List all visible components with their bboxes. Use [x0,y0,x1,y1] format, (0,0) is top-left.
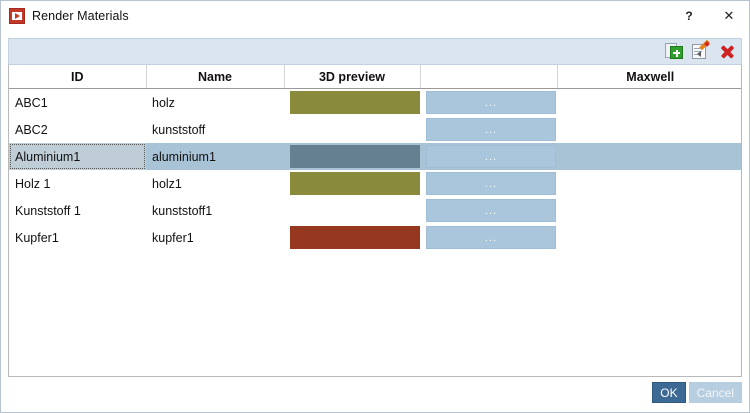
cancel-button[interactable]: Cancel [688,382,742,403]
browse-ellipsis-button[interactable]: ... [426,172,556,195]
cell-3d-preview[interactable] [284,224,420,251]
title-bar: Render Materials ? ✕ [1,1,749,32]
cell-id[interactable]: Kupfer1 [15,230,59,245]
window-controls: ? ✕ [669,1,749,31]
plus-icon [670,46,683,59]
column-header-3d-preview[interactable]: 3D preview [284,65,421,89]
edit-material-button[interactable] [692,39,711,61]
browse-ellipsis-button[interactable]: ... [426,118,556,141]
table-row[interactable]: Kunststoff 1 kunststoff1... [9,197,741,224]
cell-browse[interactable]: ... [420,224,557,251]
cell-maxwell[interactable] [557,116,741,143]
browse-ellipsis-button[interactable]: ... [426,226,556,249]
column-header-blank[interactable] [420,65,558,89]
cell-browse[interactable]: ... [420,170,557,197]
cell-id[interactable]: Aluminium1 [9,143,146,170]
table-row[interactable]: Kupfer1 kupfer1... [9,224,741,251]
table-row[interactable]: Holz 1 holz1... [9,170,741,197]
cell-id[interactable]: Holz 1 [15,176,51,191]
cell-3d-preview[interactable] [284,143,420,170]
cell-3d-preview[interactable] [284,197,420,224]
column-header-id[interactable]: ID [9,65,147,89]
close-icon[interactable]: ✕ [723,8,735,23]
ok-button[interactable]: OK [652,382,686,403]
material-color-swatch [290,172,420,195]
cell-3d-preview[interactable] [284,116,420,143]
cell-id[interactable]: ABC2 [15,122,48,137]
dialog-footer: OK Cancel [1,377,749,412]
cell-browse[interactable]: ... [420,89,557,117]
browse-ellipsis-button[interactable]: ... [426,199,556,222]
material-color-swatch [290,226,420,249]
cell-3d-preview[interactable] [284,170,420,197]
table-row[interactable]: ABC2 kunststoff... [9,116,741,143]
table-row[interactable]: ABC1 holz... [9,89,741,117]
cell-browse[interactable]: ... [420,116,557,143]
cell-name[interactable]: kupfer1 [152,230,194,245]
cell-3d-preview[interactable] [284,89,420,117]
browse-ellipsis-button[interactable]: ... [426,91,556,114]
browse-ellipsis-button[interactable]: ... [426,145,556,168]
material-color-swatch [290,118,420,141]
column-header-maxwell[interactable]: Maxwell [557,65,741,89]
cell-name[interactable]: kunststoff [152,122,206,137]
window-title: Render Materials [32,9,129,23]
cell-browse[interactable]: ... [420,197,557,224]
table-header-row: ID Name 3D preview Maxwell [9,65,741,89]
help-button[interactable]: ? [685,9,693,23]
cell-name[interactable]: kunststoff1 [152,203,213,218]
cell-maxwell[interactable] [557,224,741,251]
materials-toolbar [8,38,742,64]
cell-name[interactable]: holz [152,95,175,110]
cell-maxwell[interactable] [557,197,741,224]
cell-id[interactable]: Kunststoff 1 [15,203,81,218]
cell-maxwell[interactable] [557,89,741,117]
material-color-swatch [290,199,420,222]
material-color-swatch [290,145,420,168]
delete-material-button[interactable] [719,43,736,60]
column-header-name[interactable]: Name [146,65,285,89]
cell-name[interactable]: holz1 [152,176,182,191]
cell-id[interactable]: ABC1 [15,95,48,110]
cell-maxwell[interactable] [557,170,741,197]
cell-browse[interactable]: ... [420,143,557,170]
cell-maxwell[interactable] [557,143,741,170]
app-logo-icon [9,8,25,24]
material-color-swatch [290,91,420,114]
cell-name[interactable]: aluminium1 [146,143,284,170]
add-material-button[interactable] [665,42,684,61]
